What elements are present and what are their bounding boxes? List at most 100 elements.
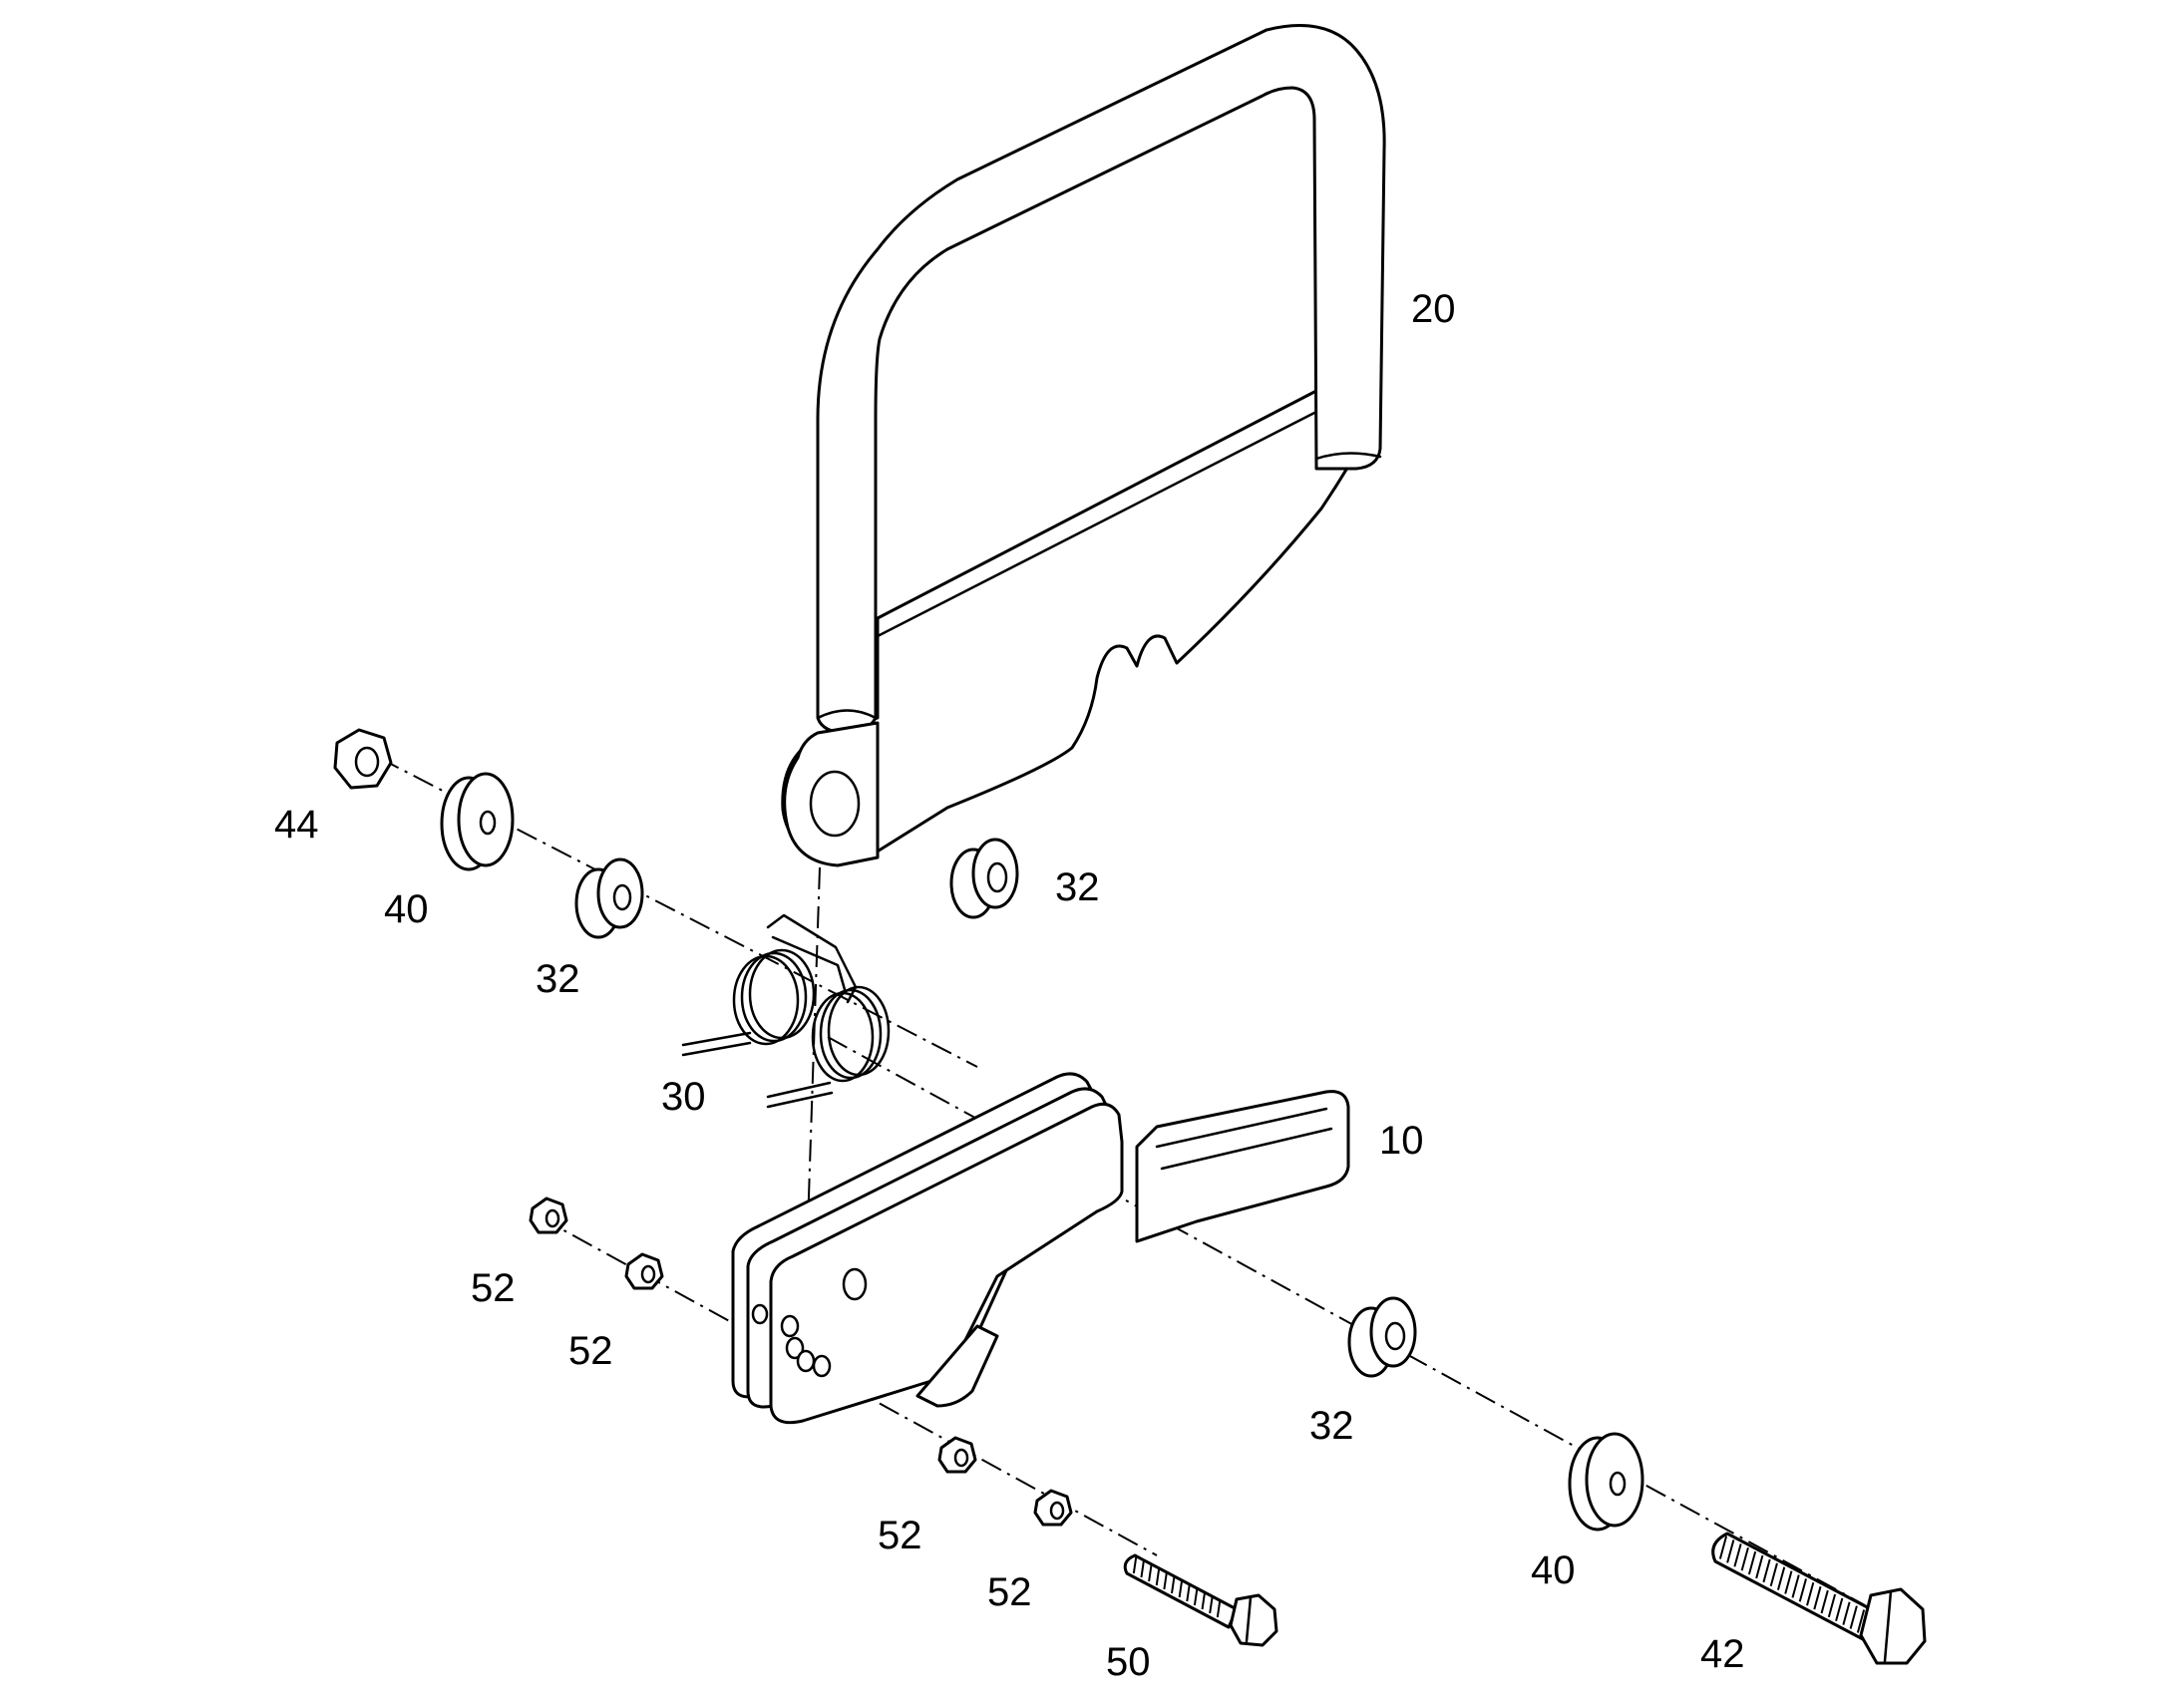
handle-bar [816,24,1386,735]
bolt-42-thread-line [1813,1585,1822,1610]
pivot-eye-hole [809,770,861,838]
bolt-42-thread-line [1820,1589,1829,1614]
callout-44: 44 [274,803,319,847]
bolt-50-thread-line [1178,1580,1183,1598]
bolt-42-thread-line [1776,1566,1786,1590]
bolt-42-thread-line [1856,1609,1866,1633]
part-30-torsion-springs [681,913,891,1109]
bar-end-cut [816,709,878,720]
bolt-50-thread-line [1163,1572,1168,1590]
washer-40-left-hole [479,810,497,836]
nut-52-b-hole [640,1264,656,1284]
bolt-50-head-edge [1245,1595,1253,1643]
bolt-42-thread-line [1827,1593,1837,1618]
callout-32-right: 32 [1309,1404,1354,1448]
bracket-pivot-hole [842,1267,868,1301]
callout-40-left: 40 [384,887,429,931]
callout-42: 42 [1700,1632,1745,1676]
part-52-nut-a [529,1196,568,1234]
bracket-foot [915,1324,999,1408]
bolt-50-thread-line [1148,1564,1153,1582]
callout-40-right: 40 [1531,1548,1576,1592]
callout-30: 30 [661,1075,706,1119]
bolt-42-thread-line [1798,1578,1808,1602]
spring-left-coil-2 [740,951,808,1043]
axis-vertical [807,866,821,1227]
part-42-large-bolt [1711,1532,1927,1665]
part-52-nut-c [937,1436,977,1474]
part-40-washer-right [1568,1432,1644,1532]
bolt-42-head [1859,1587,1927,1665]
bolt-50-thread-line [1140,1560,1145,1578]
spacer-32-right-hole [1384,1321,1406,1351]
bolt-42-thread-line [1762,1558,1771,1583]
nut-44-hole [354,746,380,778]
plate-bevel [876,409,1320,638]
spacer-32-left-hole [612,883,632,911]
bolt-42-thread-line [1769,1562,1778,1586]
bracket-front-plate [769,1102,1124,1425]
bolt-50-thread-line [1155,1568,1161,1586]
bolt-42-thread-line [1849,1605,1858,1629]
bolt-42-thread-line [1835,1597,1844,1622]
bar-end-cut-right [1314,452,1382,461]
bolt-50-thread-line [1209,1596,1214,1614]
spring-right-coil-3 [827,985,891,1077]
bolt-50-thread-line [1193,1588,1199,1606]
bolt-50-head [1229,1593,1278,1647]
callout-50: 50 [1106,1640,1151,1684]
bolt-42-thread-line [1755,1554,1764,1579]
callout-32-left: 32 [536,957,580,1001]
bolt-42-thread-line [1733,1543,1742,1567]
bolt-42-thread-line [1747,1550,1757,1575]
bolt-42-thread-line [1842,1601,1851,1625]
bolt-50-thread-line [1186,1584,1191,1602]
bolt-42-thread-line [1740,1546,1749,1571]
callout-32-top: 32 [1055,865,1100,909]
spring-left-leg-2 [681,1041,752,1057]
bracket-hole-5 [751,1303,769,1325]
bolt-50-thread-line [1216,1600,1222,1618]
bolt-42-thread-line [1726,1539,1735,1563]
bracket-hole-3 [796,1349,816,1373]
spring-left-coil-3 [748,948,816,1040]
spring-right-coil-2 [819,988,883,1080]
nut-52-a-hole [545,1208,560,1228]
bracket-arm-slot [1155,1107,1328,1149]
spring-right-leg [766,1081,832,1099]
part-44-lock-nut [333,728,393,790]
bracket-arm-slot-2 [1160,1127,1333,1171]
bolt-42-thread-line [1784,1570,1793,1594]
bolt-50-thread-line [1201,1592,1206,1610]
nut-52-c-hole [953,1448,969,1468]
callout-52-b: 52 [568,1329,613,1373]
bolt-42-threads [1718,1536,1866,1633]
bolt-50-threads [1132,1556,1222,1618]
callouts: 20 10 30 44 40 32 32 32 40 42 50 52 52 5… [274,287,1745,1684]
part-50-small-bolt [1123,1553,1278,1647]
spacer-32-top-hole [986,861,1008,893]
part-40-washer-left [440,772,515,871]
bolt-42-thread-line [1718,1536,1728,1559]
bracket-hole-4 [812,1354,832,1378]
bracket-hole-1 [780,1314,800,1338]
part-32-spacer-right [1347,1296,1417,1378]
callout-52-a: 52 [471,1266,516,1310]
callout-52-d: 52 [987,1570,1032,1614]
part-20-handle-frame [781,24,1386,867]
bolt-42-shank [1711,1532,1877,1641]
part-32-spacer-top [949,838,1019,919]
part-32-spacer-left [574,857,644,939]
part-52-nut-d [1033,1489,1073,1527]
bolt-42-head-edge [1883,1589,1893,1663]
spring-bridge [766,913,858,1004]
spring-left-leg [681,1031,752,1047]
plate-top-edge [876,389,1318,620]
bolt-50-thread-line [1132,1556,1138,1574]
bolt-42-thread-line [1806,1582,1815,1606]
spring-right-leg-2 [766,1091,834,1109]
washer-40-right-hole [1609,1471,1627,1497]
part-52-nut-b [624,1252,664,1290]
bolt-50-thread-line [1171,1576,1176,1594]
